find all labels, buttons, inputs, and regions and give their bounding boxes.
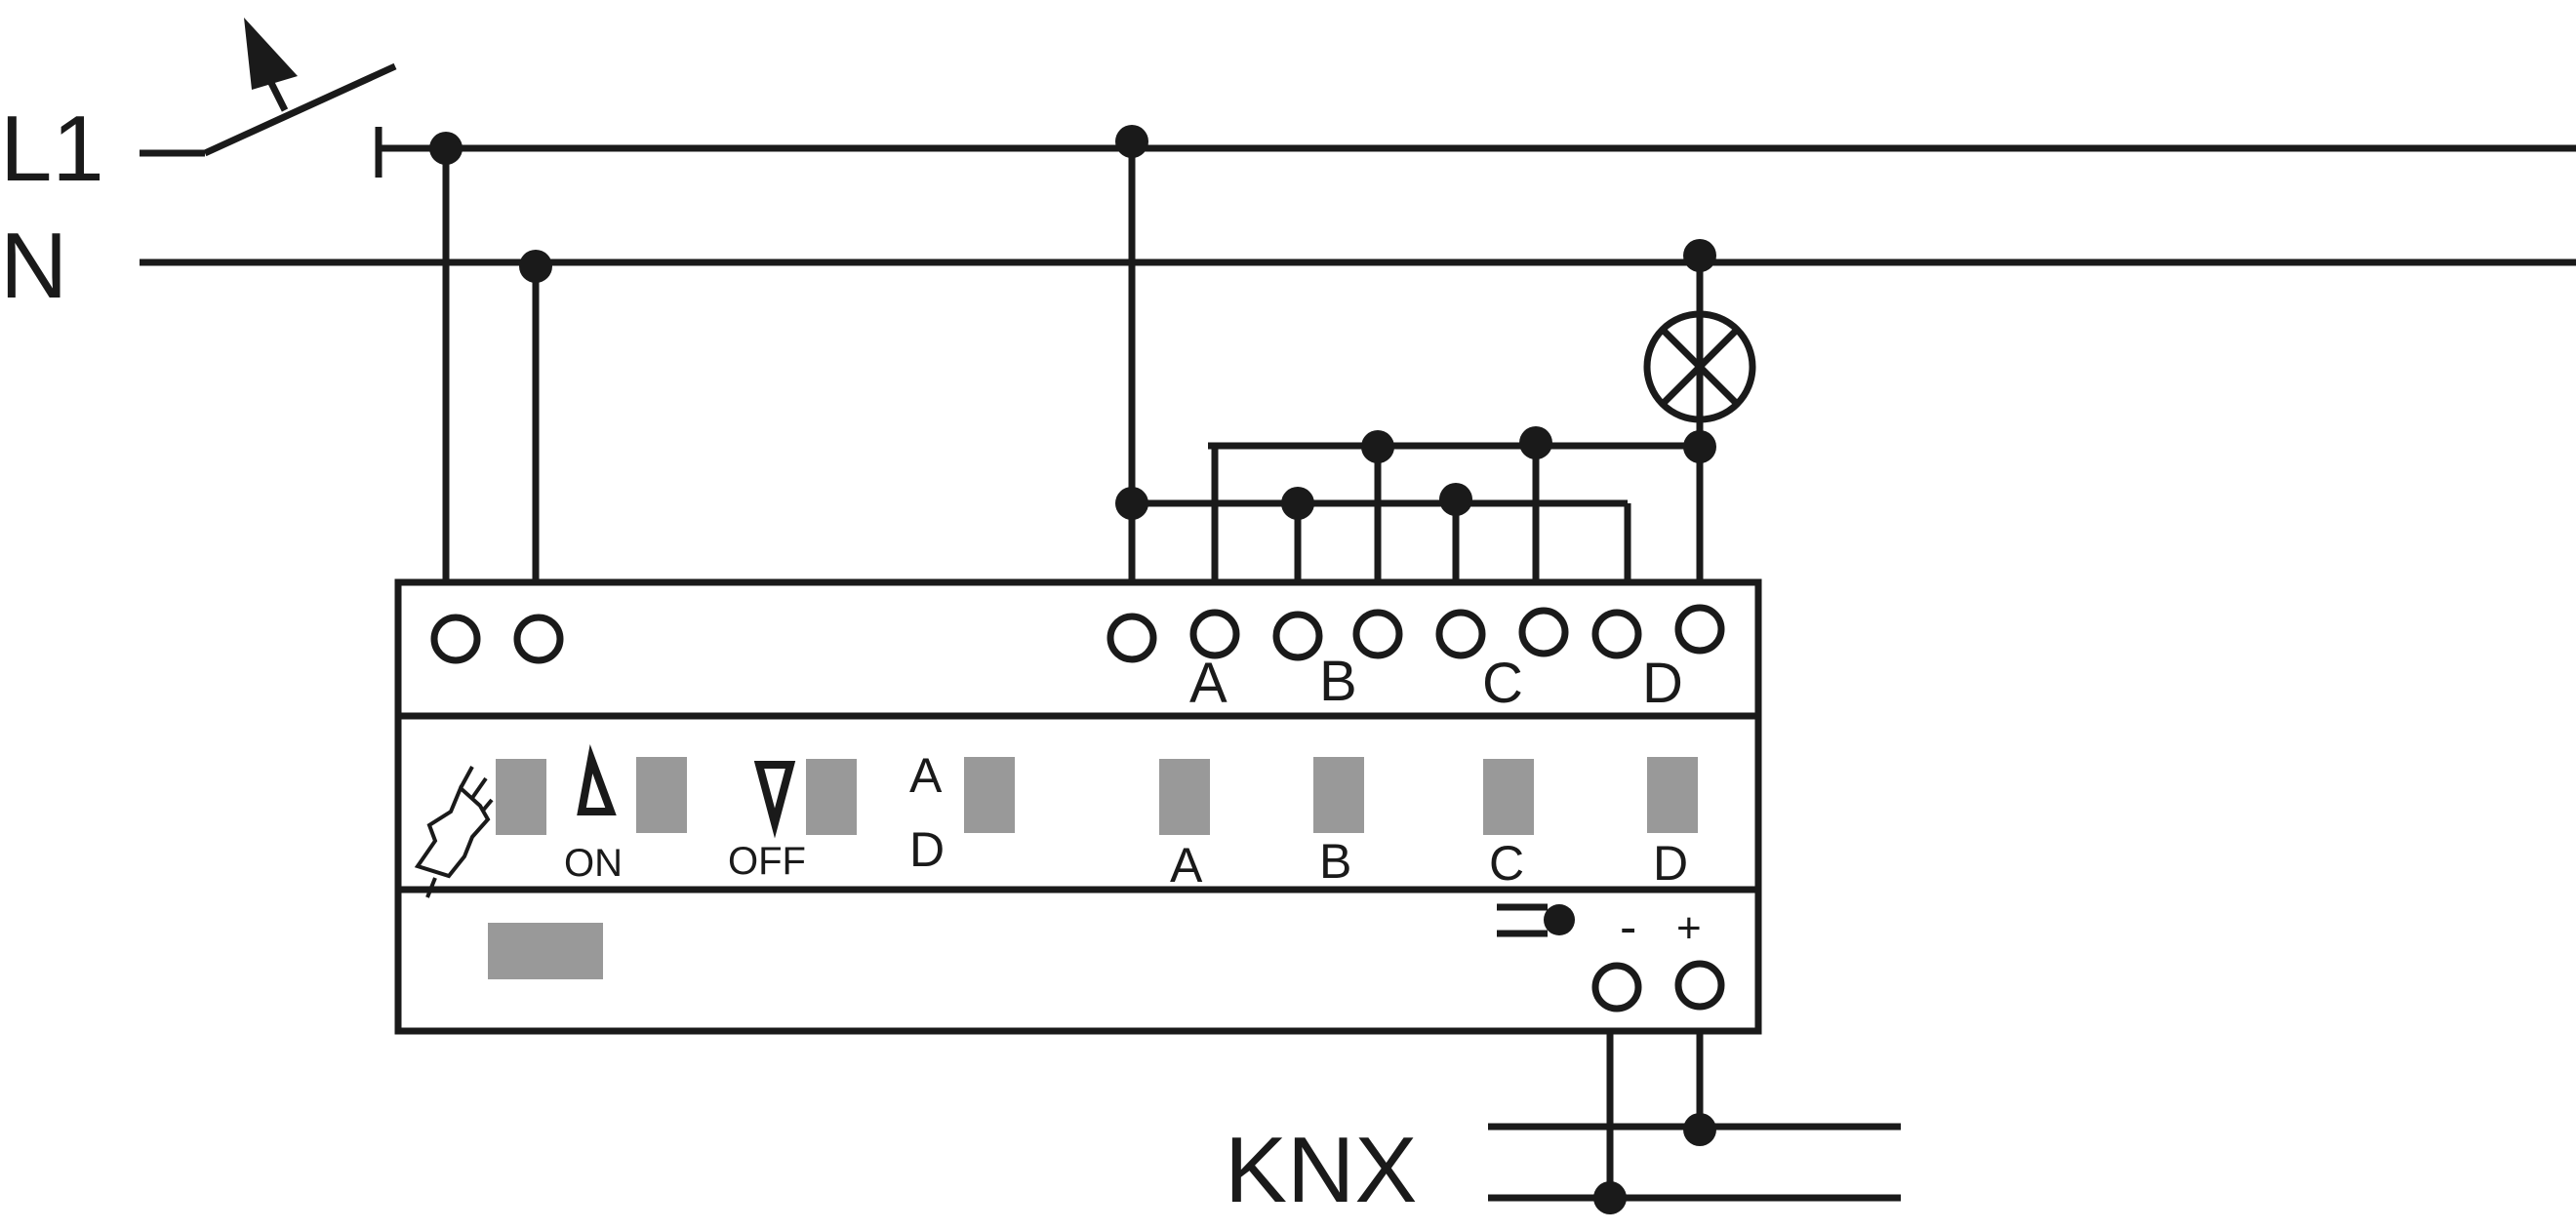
terminal-d-out [1674, 604, 1725, 655]
junction-dot [1115, 487, 1148, 520]
terminal-neutral [513, 614, 564, 664]
terminal-b-in [1272, 611, 1323, 661]
junction-dot [1519, 426, 1552, 459]
terminal-a-out [1189, 609, 1240, 659]
terminal-label-a: A [1189, 652, 1228, 715]
channel-a-led [1159, 759, 1210, 835]
junction-dot [1683, 430, 1716, 463]
led-label-c: C [1489, 836, 1524, 891]
channel-select-button[interactable] [964, 757, 1015, 833]
junction-dot [1439, 483, 1472, 516]
neutral-label: N [0, 214, 67, 318]
junction-dot [1683, 1113, 1716, 1146]
off-arrow-icon [753, 761, 796, 839]
channel-b-led [1313, 757, 1364, 833]
lamp-icon [1643, 310, 1756, 423]
knx-label: KNX [1225, 1118, 1417, 1222]
device-label-field [488, 923, 603, 979]
junction-dot [1115, 125, 1148, 158]
actuator-housing [394, 578, 1762, 1035]
terminal-b-out [1352, 609, 1403, 659]
led-label-b: B [1319, 834, 1351, 889]
select-label-bottom: D [909, 822, 945, 877]
terminal-a-in [1107, 613, 1157, 663]
off-button[interactable] [806, 759, 857, 835]
terminal-c-in [1435, 609, 1486, 659]
junction-dot [1593, 1181, 1627, 1214]
led-label-d: D [1653, 836, 1688, 891]
on-button[interactable] [636, 757, 687, 833]
terminal-c-out [1518, 607, 1569, 657]
terminal-label-c: C [1482, 652, 1523, 715]
manual-mode-led [496, 759, 546, 835]
on-label: ON [564, 842, 623, 885]
knx-minus-terminal [1591, 962, 1642, 1013]
terminal-label-b: B [1319, 650, 1357, 713]
junction-dot [1683, 239, 1716, 272]
led-label-a: A [1170, 838, 1203, 893]
junction-dot [519, 250, 552, 283]
junction-dot [1281, 487, 1314, 520]
terminal-d-in [1591, 609, 1642, 659]
phase-label: L1 [0, 97, 104, 201]
manual-operation-hand-icon [414, 766, 494, 898]
knx-plus-label: + [1676, 904, 1702, 952]
switch-contact [203, 62, 397, 157]
terminal-label-d: D [1642, 652, 1683, 715]
off-label: OFF [728, 840, 806, 883]
junction-dot [429, 132, 463, 165]
knx-plus-terminal [1674, 960, 1725, 1011]
select-label-top: A [909, 748, 943, 803]
channel-c-led [1483, 759, 1534, 835]
on-arrow-icon [577, 743, 617, 815]
programming-button-icon [1497, 903, 1548, 937]
junction-dots [429, 125, 1716, 1214]
switch-lever-icon [244, 18, 298, 90]
knx-minus-label: - [1620, 899, 1636, 956]
switch-actuator-stem [267, 81, 289, 112]
channel-d-led [1647, 757, 1698, 833]
junction-dot [1361, 430, 1394, 463]
terminal-phase [430, 614, 481, 664]
programming-led [1544, 904, 1575, 935]
